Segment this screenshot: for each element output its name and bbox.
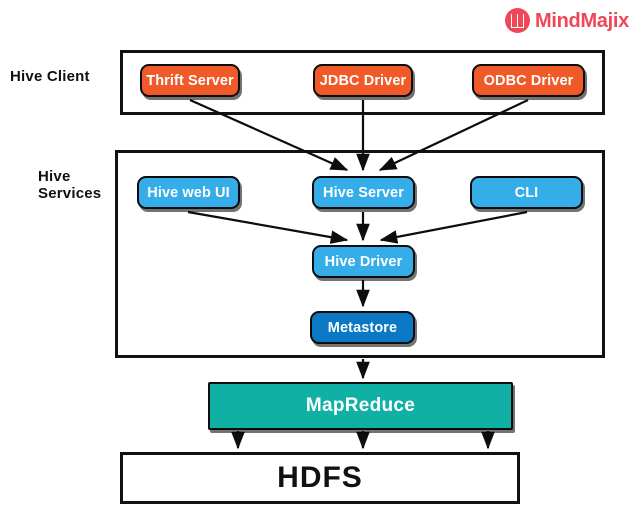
node-cli[interactable]: CLI (470, 176, 583, 209)
node-odbc-driver[interactable]: ODBC Driver (472, 64, 585, 97)
section-label-hive-client: Hive Client (10, 68, 90, 85)
logo-wordmark: MindMajix (535, 9, 629, 32)
section-label-hive-services: Hive Services (38, 168, 102, 202)
mindmajix-m-circle-icon (505, 8, 530, 33)
node-hive-server[interactable]: Hive Server (312, 176, 415, 209)
node-metastore[interactable]: Metastore (310, 311, 415, 344)
hdfs-container: HDFS (120, 452, 520, 504)
hdfs-label: HDFS (277, 461, 363, 494)
node-thrift-server[interactable]: Thrift Server (140, 64, 240, 97)
node-jdbc-driver[interactable]: JDBC Driver (313, 64, 413, 97)
node-mapreduce[interactable]: MapReduce (208, 382, 513, 430)
mindmajix-logo: MindMajix (505, 8, 629, 33)
hive-services-container (115, 150, 605, 358)
node-hive-driver[interactable]: Hive Driver (312, 245, 415, 278)
node-hive-web-ui[interactable]: Hive web UI (137, 176, 240, 209)
